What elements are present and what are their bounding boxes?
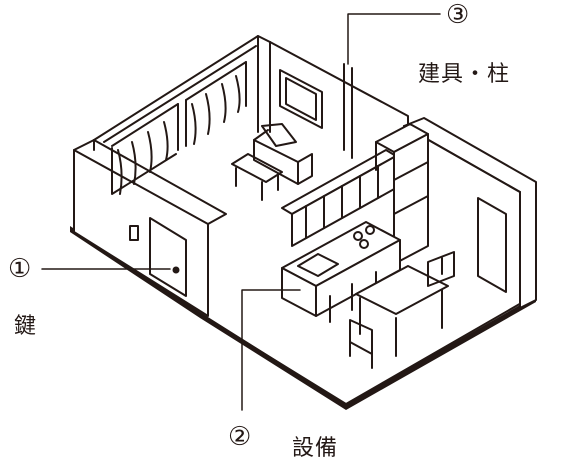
window-right — [185, 61, 247, 147]
chair-back — [427, 251, 455, 287]
callout-lines — [41, 13, 441, 411]
callout-label-fittings-pillar: 建具・柱 — [418, 62, 511, 87]
sofa — [253, 123, 313, 185]
floor-shadow — [70, 226, 536, 410]
tall-cabinet — [375, 123, 429, 265]
callout-number-3: ③ — [446, 0, 470, 30]
dining-table — [355, 265, 449, 357]
wall-picture — [279, 69, 323, 129]
callout-label-key: 鍵 — [14, 314, 38, 339]
coffee-table — [231, 153, 283, 201]
kitchen-counter — [281, 221, 401, 323]
pillar — [343, 63, 353, 159]
back-right-wall — [269, 41, 409, 141]
callout-label-equipment: 設備 — [292, 436, 339, 461]
window-left — [111, 103, 179, 195]
chair-front — [349, 319, 373, 369]
left-front-wall — [73, 139, 227, 317]
callout-number-1: ① — [8, 254, 32, 284]
light-switch — [129, 225, 139, 241]
right-wall-door — [477, 197, 507, 293]
callout-number-2: ② — [228, 422, 252, 452]
front-door — [149, 217, 187, 297]
room-floor — [199, 297, 531, 405]
back-left-wall — [93, 35, 271, 143]
